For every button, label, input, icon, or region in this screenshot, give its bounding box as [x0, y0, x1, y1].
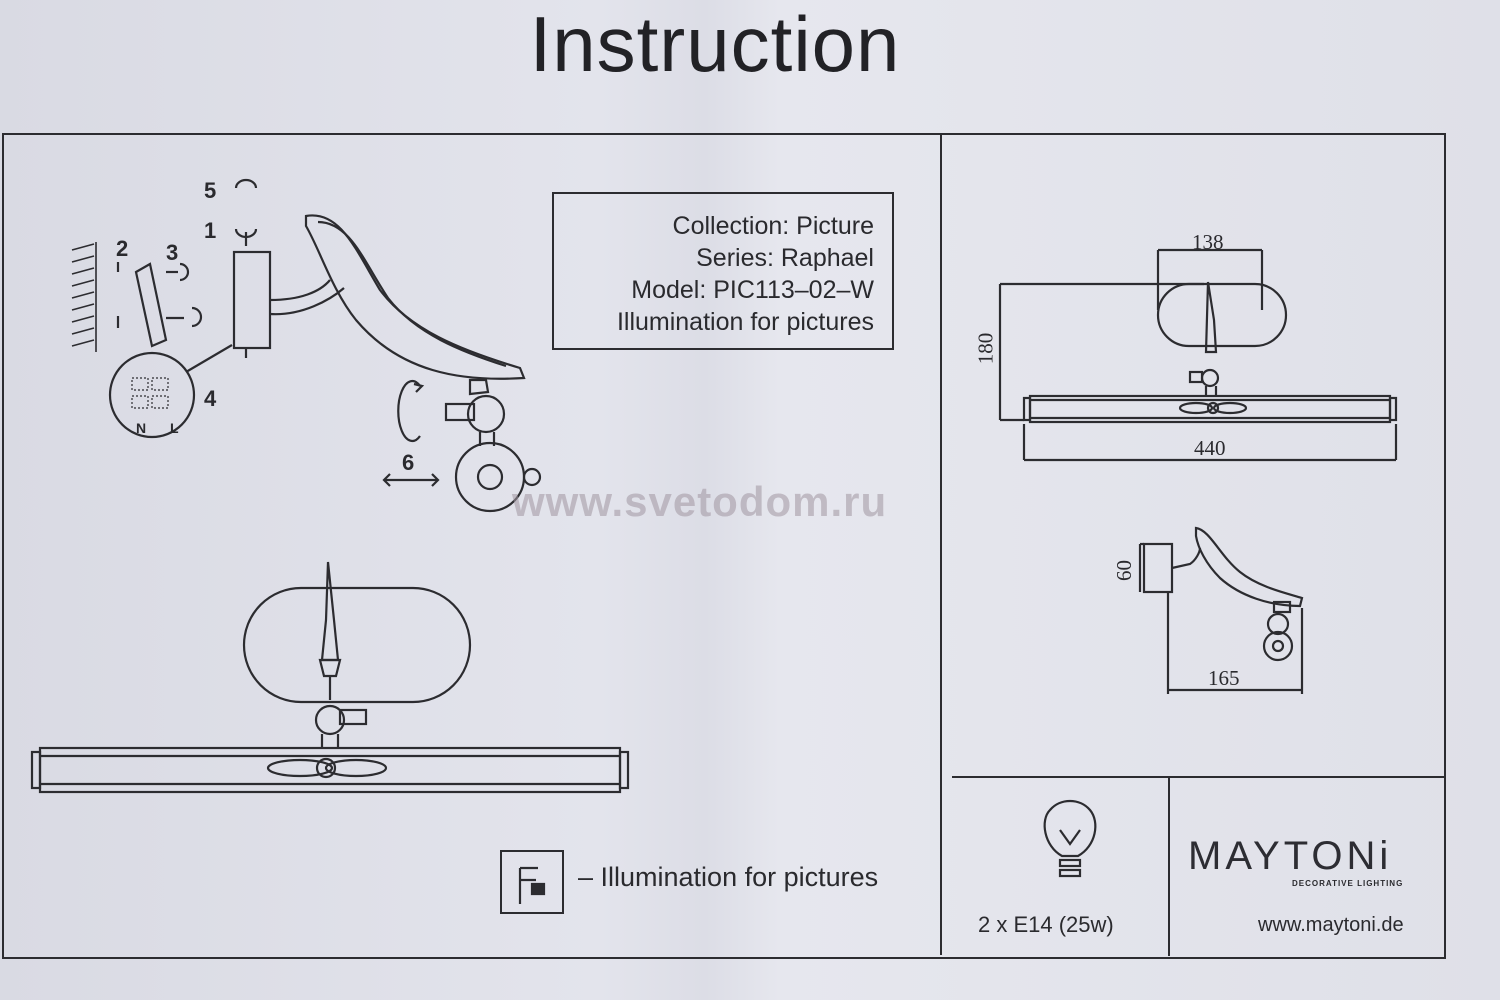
- light-bulb-icon: [1043, 799, 1097, 878]
- divider-vertical: [940, 133, 942, 955]
- dim-shade: [1156, 282, 1288, 348]
- live-label: L: [170, 420, 179, 436]
- purpose-label: Illumination for pictures: [616, 308, 874, 336]
- mounting-bracket: [134, 262, 168, 348]
- lamp-spec: 2 x E14 (25w): [978, 912, 1114, 937]
- brand-url: www.maytoni.de: [1258, 914, 1404, 936]
- watermark: www.svetodom.ru: [512, 478, 888, 525]
- dim-length: 440: [1194, 436, 1226, 460]
- step-6-label: 6: [402, 450, 415, 475]
- terminal-zoom: [108, 351, 196, 439]
- divider-horizontal: [952, 776, 1444, 778]
- step-2-label: 2: [116, 236, 129, 261]
- series-label: Series: Raphael: [696, 244, 874, 272]
- step-4-label: 4: [204, 386, 217, 411]
- main-frame: [2, 133, 1446, 959]
- dim-height: 180: [973, 332, 998, 365]
- product-info-box: Collection: Picture Series: Raphael Mode…: [552, 192, 894, 350]
- front-finial: [320, 561, 340, 662]
- wall-hatch: [71, 242, 97, 352]
- brand-logo: MAYTONi: [1188, 834, 1393, 878]
- side-base: [1142, 542, 1174, 594]
- dim-projection: 165: [1208, 666, 1240, 690]
- step-5-label: 5: [204, 178, 217, 203]
- step-3-label: 3: [166, 240, 179, 265]
- brand-tagline: DECORATIVE LIGHTING: [1292, 879, 1404, 888]
- page-title: Instruction: [529, 0, 901, 88]
- neutral-label: N: [136, 420, 147, 436]
- dim-depth-height: 60: [1112, 560, 1136, 581]
- step-1-label: 1: [204, 218, 217, 243]
- wall-base: [232, 250, 272, 350]
- shade-arm: [304, 214, 526, 380]
- front-shade: [242, 586, 472, 704]
- legend-text: – Illumination for pictures: [578, 862, 879, 892]
- spec-divider: [1168, 776, 1170, 956]
- model-label: Model: PIC113–02–W: [631, 276, 874, 304]
- collection-label: Collection: Picture: [672, 212, 874, 240]
- dim-top-width: 138: [1192, 230, 1224, 254]
- illumination-symbol-icon: [500, 850, 564, 914]
